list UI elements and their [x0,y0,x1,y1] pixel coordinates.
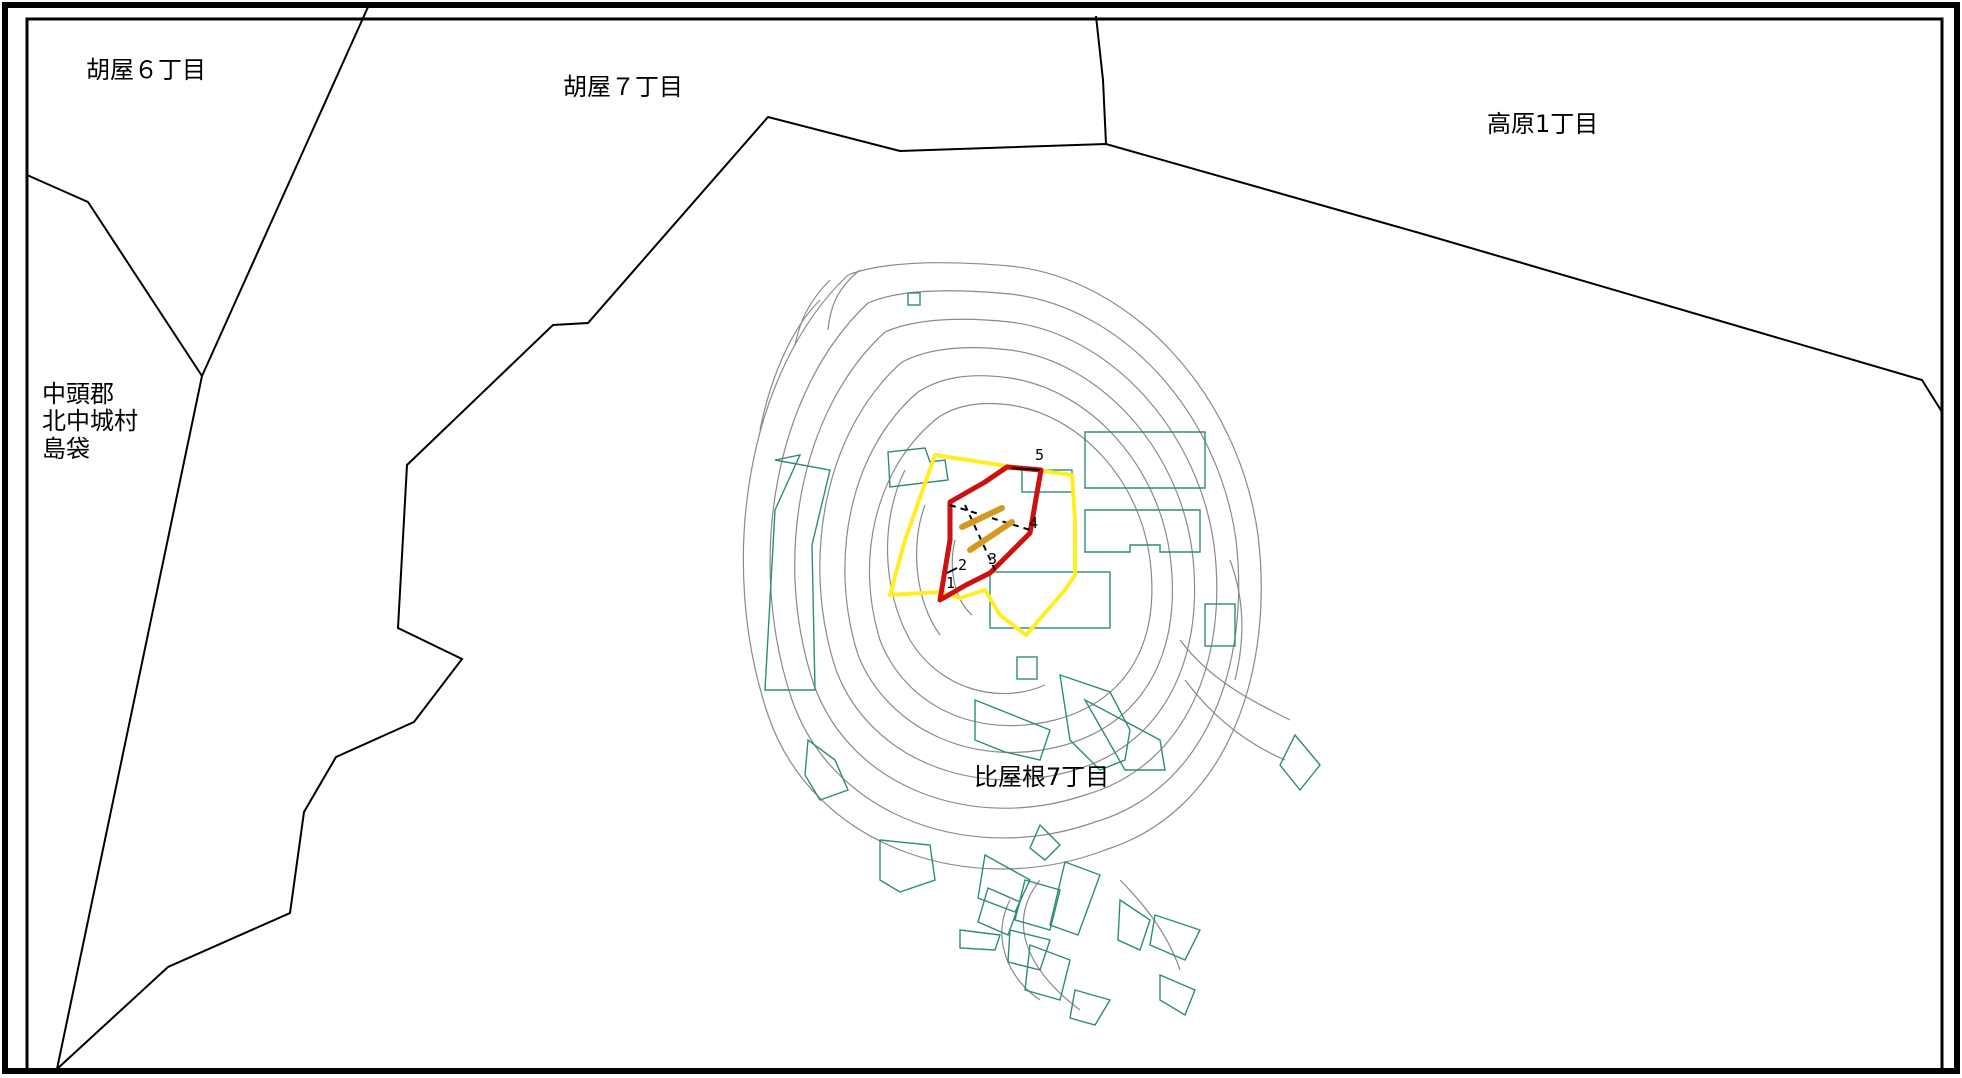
contour [916,504,941,636]
point-ticks [946,467,1041,574]
contour [742,262,1262,870]
building [1204,603,1236,647]
building [1084,509,1201,553]
building [1059,673,1131,771]
contour [1022,879,1081,1011]
buffer-zone [888,453,1077,637]
building [1029,823,1061,861]
inner-frame [25,17,1944,1072]
building [1049,861,1101,936]
contour [769,290,1240,839]
cross-section-bands [959,505,1015,553]
contour [1001,899,1041,1001]
building [804,738,849,801]
building [977,853,1031,913]
boundary-goya7-hiyagon [56,115,1943,1070]
building [1007,929,1051,971]
district-label-nakagami-1: 中頭郡 [42,380,114,408]
building [959,929,1001,951]
building [974,698,1051,761]
point-label-5: 5 [1035,446,1044,464]
building [977,887,1021,936]
building [1083,698,1166,771]
building [887,447,949,488]
buildings [764,292,1321,1026]
contour [887,469,1046,695]
point-label-1: 1 [946,574,955,592]
building [1159,973,1196,1017]
contour [868,402,1153,727]
cross-section-band [959,505,1005,530]
building [1084,431,1206,489]
building [1014,879,1061,931]
contour [794,318,1218,809]
contour [819,347,1196,781]
section-line [949,504,1031,531]
boundary-goya6-goya7 [201,6,369,377]
building [1069,989,1112,1026]
district-labels: 胡屋６丁目 胡屋７丁目 高原1丁目 中頭郡 北中城村 島袋 比屋根7丁目 [42,56,1598,791]
district-label-nakagami-3: 島袋 [42,435,90,463]
point-labels: 1 2 3 4 5 [946,446,1044,592]
contour-lines [742,262,1291,1011]
building [764,454,831,691]
district-boundaries [26,6,1943,1070]
cross-section-band [967,519,1015,553]
contour [759,299,821,431]
point-label-4: 4 [1029,514,1038,532]
contour [1229,559,1243,681]
boundary-goya6-west [26,174,203,377]
contour [827,269,861,331]
building [1279,733,1321,792]
section-line [964,504,996,571]
contour [951,539,973,616]
building [879,839,936,893]
contour [1184,679,1286,761]
section-lines [949,504,1031,571]
contour [794,279,831,346]
district-label-goya6: 胡屋６丁目 [86,56,206,84]
boundary-village-line [56,375,203,1070]
building [1016,656,1038,680]
district-label-goya7: 胡屋７丁目 [563,73,683,101]
contour [1179,639,1291,721]
boundary-goya7-takahara [1095,15,1107,145]
point-label-2: 2 [958,556,967,574]
contour [1119,879,1181,971]
district-label-takahara1: 高原1丁目 [1487,110,1598,138]
building [907,292,921,306]
point-tick [1011,467,1041,471]
contour [844,375,1173,753]
point-tick [946,567,958,574]
building [1117,898,1151,951]
building [1024,944,1071,1001]
point-label-3: 3 [988,550,997,568]
district-label-nakagami-2: 北中城村 [42,407,138,435]
district-label-hiyagon7: 比屋根7丁目 [974,763,1109,791]
building [1149,914,1201,961]
target-area [937,464,1044,603]
